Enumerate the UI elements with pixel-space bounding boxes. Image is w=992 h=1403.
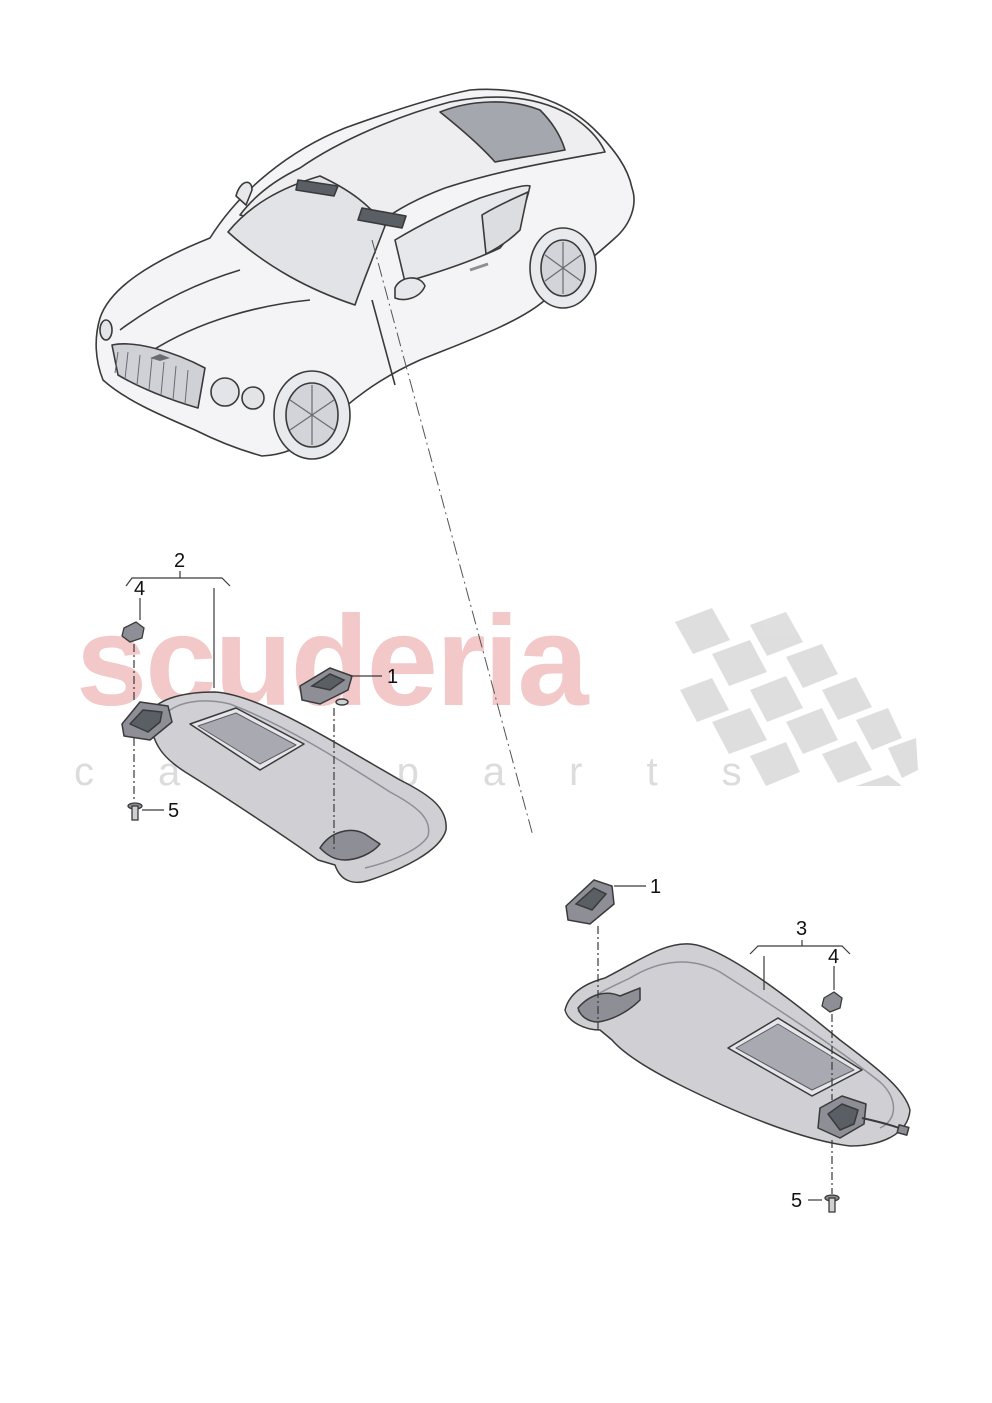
- left-visor-cap: [121, 621, 145, 643]
- right-visor-cap: [821, 991, 843, 1013]
- left-visor-clip: [299, 667, 353, 706]
- car-illustration: [95, 88, 635, 460]
- callout-left-assembly: 2: [174, 550, 186, 572]
- right-sun-visor: [564, 943, 911, 1147]
- left-visor-screw: [127, 802, 143, 821]
- left-sun-visor: [121, 691, 447, 884]
- callout-left-clip: 1: [387, 666, 399, 688]
- callout-right-assembly: 3: [796, 918, 808, 940]
- front-wheel: [273, 370, 351, 460]
- callout-right-cap: 4: [828, 946, 840, 968]
- rear-wheel: [529, 227, 597, 309]
- callout-right-screw: 5: [791, 1190, 803, 1212]
- right-visor-clip: [565, 879, 615, 925]
- callout-right-clip: 1: [650, 876, 662, 898]
- callout-left-cap: 4: [134, 578, 146, 600]
- reference-line: [371, 239, 534, 837]
- right-visor-screw: [824, 1194, 840, 1213]
- callout-left-screw: 5: [168, 800, 180, 822]
